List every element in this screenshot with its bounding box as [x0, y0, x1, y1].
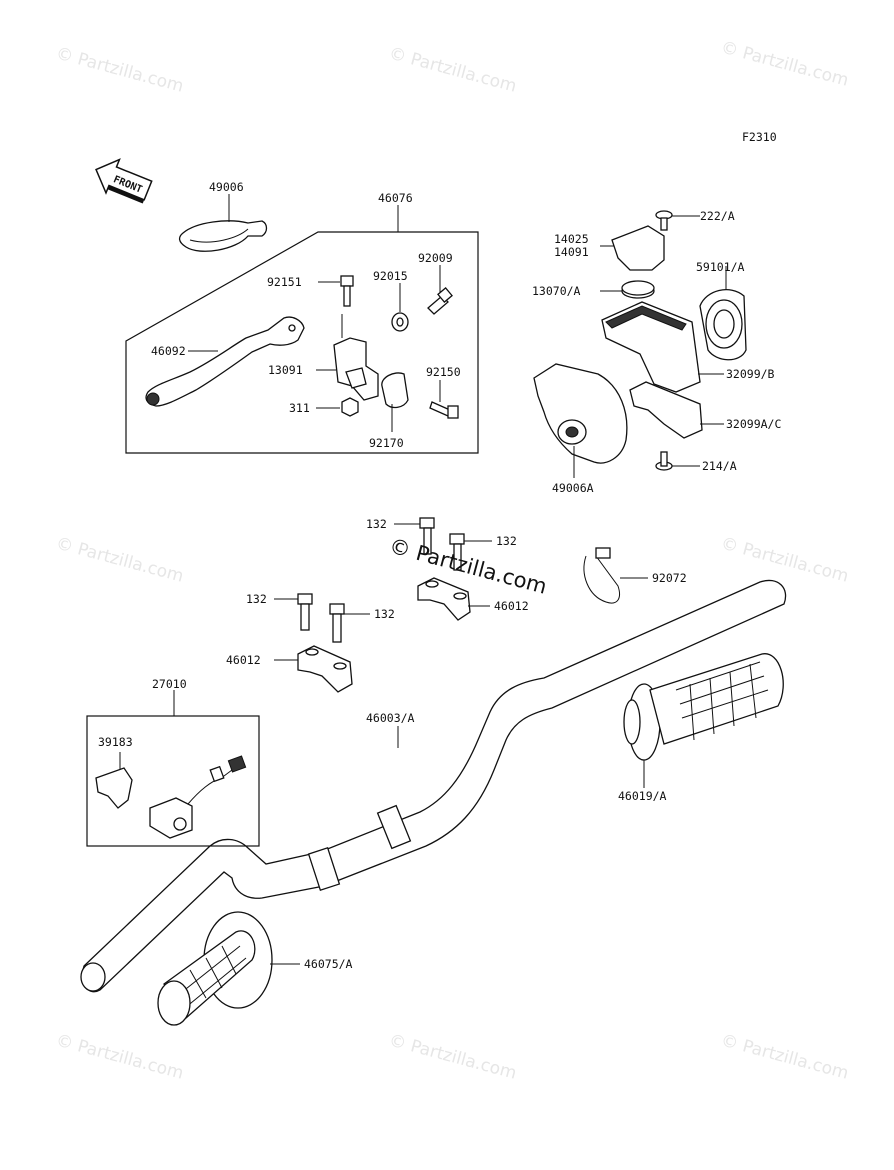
switch-assembly-box [86, 715, 260, 847]
clutch-lever-part [145, 316, 305, 407]
label-92151: 92151 [267, 275, 302, 289]
label-49006A: 49006A [552, 481, 594, 495]
clamp-92170-part [381, 372, 409, 432]
watermark-bottom-left: © Partzilla.com [54, 1031, 186, 1084]
screw-222A-part [655, 210, 700, 231]
label-92170: 92170 [369, 436, 404, 450]
throttle-tube-59101A-part [699, 266, 747, 361]
label-59101A: 59101/A [696, 260, 745, 274]
grip-left-46075A-part [157, 911, 300, 1026]
label-46075A: 46075/A [304, 957, 353, 971]
bolt-132-top-left-part [394, 517, 435, 555]
lever-holder-part [316, 314, 379, 401]
label-92009: 92009 [418, 251, 453, 265]
throttle-housing-32099AC-part [629, 381, 724, 439]
label-214A: 214/A [702, 459, 737, 473]
figure-code: F2310 [742, 130, 777, 144]
label-132-left: 132 [246, 592, 267, 606]
lever-cover-part [178, 194, 268, 252]
washer-92015-part [391, 283, 409, 332]
label-14025: 14025 [554, 232, 589, 246]
watermark-mid-right: © Partzilla.com [719, 534, 851, 587]
front-arrow-icon: FRONT [95, 158, 153, 204]
watermark-top-left: © Partzilla.com [54, 44, 186, 97]
label-92072: 92072 [652, 571, 687, 585]
label-46012-lower: 46012 [226, 653, 261, 667]
cable-pulley-13070A-part [600, 280, 655, 299]
lever-assembly-box [125, 231, 479, 454]
label-32099B: 32099/B [726, 367, 775, 381]
bolt-132-left-part [274, 593, 313, 631]
watermark-top-right: © Partzilla.com [719, 38, 851, 91]
label-27010: 27010 [152, 677, 187, 691]
label-222A: 222/A [700, 209, 735, 223]
label-46092: 46092 [151, 344, 186, 358]
label-92150: 92150 [426, 365, 461, 379]
label-14091: 14091 [554, 245, 589, 259]
grip-right-46019A-part [623, 653, 784, 788]
engine-stop-switch-part [149, 755, 247, 839]
switch-clamp-39183-part [95, 752, 133, 809]
handlebar-holder-lower-part [274, 645, 353, 693]
part-labels: 49006 46076 92009 92151 92015 46092 1309… [98, 180, 781, 971]
throttle-cover-part [600, 225, 665, 271]
band-92072-part [583, 547, 648, 604]
label-46012-upper: 46012 [494, 599, 529, 613]
bolt-92151-part [318, 275, 354, 307]
throttle-housing-32099B-part [601, 301, 724, 393]
label-46076: 46076 [378, 191, 413, 205]
label-132-right: 132 [374, 607, 395, 621]
watermark-top-center: © Partzilla.com [387, 44, 519, 97]
label-132-top-left: 132 [366, 517, 387, 531]
watermark-bottom-center: © Partzilla.com [387, 1031, 519, 1084]
label-13070A: 13070/A [532, 284, 581, 298]
label-46019A: 46019/A [618, 789, 667, 803]
nut-311-part [316, 397, 359, 417]
label-13091: 13091 [268, 363, 303, 377]
bolt-132-right-part [329, 603, 370, 643]
bolt-132-top-right-part [449, 533, 492, 571]
throttle-cover-49006A-part [533, 363, 628, 478]
label-92015: 92015 [373, 269, 408, 283]
bolt-92150-part [429, 380, 459, 419]
handlebar-46003A-part [80, 579, 787, 993]
watermark-mid-left: © Partzilla.com [54, 534, 186, 587]
handlebar-holder-upper-part [417, 577, 490, 621]
label-46003A: 46003/A [366, 711, 415, 725]
label-311: 311 [289, 401, 310, 415]
watermark-center: © Partzilla.com [387, 534, 550, 599]
label-132-top-right: 132 [496, 534, 517, 548]
label-32099AC: 32099A/C [726, 417, 781, 431]
watermark-bottom-right: © Partzilla.com [719, 1031, 851, 1084]
label-39183: 39183 [98, 735, 133, 749]
screw-214A-part [655, 451, 700, 471]
screw-92009-part [427, 265, 453, 315]
label-49006: 49006 [209, 180, 244, 194]
